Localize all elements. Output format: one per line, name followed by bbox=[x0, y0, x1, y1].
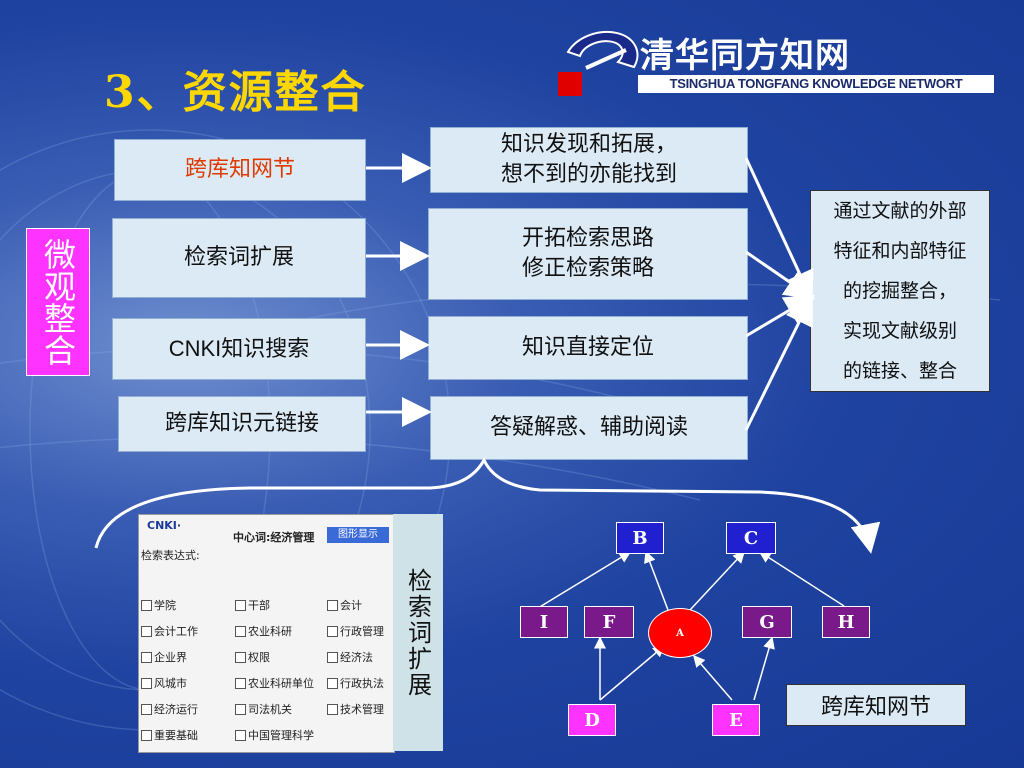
graph-node-f: F bbox=[584, 606, 634, 638]
term-checkbox-item[interactable]: 权限 bbox=[235, 649, 270, 665]
mid-box-locate: 知识直接定位 bbox=[428, 316, 748, 380]
graph-node-i: I bbox=[520, 606, 568, 638]
graph-view-button[interactable]: 图形显示 bbox=[327, 527, 389, 543]
left-box-cnki-search: CNKI知识搜索 bbox=[112, 318, 366, 380]
term-checkbox-item[interactable]: 技术管理 bbox=[327, 701, 384, 717]
term-checkbox-item[interactable]: 农业科研单位 bbox=[235, 675, 314, 691]
result-box: 通过文献的外部 特征和内部特征 的挖掘整合， 实现文献级别 的链接、整合 bbox=[810, 190, 990, 392]
checkbox-icon[interactable] bbox=[235, 599, 246, 611]
checkbox-icon[interactable] bbox=[141, 625, 152, 637]
result-line: 的挖掘整合， bbox=[842, 280, 957, 302]
left-box-knowledge-link: 跨库知识元链接 bbox=[118, 396, 366, 452]
term-checkbox-item[interactable]: 风城市 bbox=[141, 675, 187, 691]
mid-box-reading: 答疑解惑、辅助阅读 bbox=[430, 396, 748, 460]
result-line: 通过文献的外部 bbox=[833, 200, 967, 222]
term-label: 风城市 bbox=[154, 677, 187, 690]
term-label: 经济法 bbox=[340, 651, 373, 664]
graph-node-b: B bbox=[616, 522, 664, 554]
result-line: 特征和内部特征 bbox=[833, 240, 967, 262]
term-expansion-screenshot: CNKI· 中心词:经济管理 图形显示 检索表达式: 学院干部会计会计工作农业科… bbox=[138, 514, 395, 753]
term-label: 干部 bbox=[248, 599, 270, 612]
checkbox-icon[interactable] bbox=[141, 703, 152, 715]
term-checkbox-item[interactable]: 司法机关 bbox=[235, 701, 292, 717]
center-word: 中心词:经济管理 bbox=[233, 531, 315, 544]
checkbox-icon[interactable] bbox=[327, 677, 338, 689]
term-label: 中国管理科学 bbox=[248, 729, 314, 742]
graph-caption: 跨库知网节 bbox=[786, 684, 966, 726]
term-label: 经济运行 bbox=[154, 703, 198, 716]
term-checkbox-item[interactable]: 中国管理科学 bbox=[235, 727, 314, 743]
term-checkbox-item[interactable]: 企业界 bbox=[141, 649, 187, 665]
mid-box-line: 修正检索策略 bbox=[521, 256, 654, 281]
checkbox-icon[interactable] bbox=[235, 677, 246, 689]
cnki-logo-icon bbox=[558, 30, 639, 96]
graph-node-c: C bbox=[726, 522, 776, 554]
result-line: 的链接、整合 bbox=[842, 360, 957, 382]
checkbox-icon[interactable] bbox=[235, 625, 246, 637]
mid-box-line: 想不到的亦能找到 bbox=[500, 162, 677, 187]
term-checkbox-item[interactable]: 经济运行 bbox=[141, 701, 198, 717]
checkbox-icon[interactable] bbox=[327, 703, 338, 715]
checkbox-icon[interactable] bbox=[327, 651, 338, 663]
graph-node-e: E bbox=[712, 704, 760, 736]
arrow bbox=[745, 250, 815, 300]
micro-integration-label: 微观整合 bbox=[26, 228, 90, 376]
left-box-cross-db-node: 跨库知网节 bbox=[114, 139, 366, 201]
logo-english-name: TSINGHUA TONGFANG KNOWLEDGE NETWORT bbox=[638, 75, 994, 93]
term-label: 行政执法 bbox=[340, 677, 384, 690]
term-label: 农业科研 bbox=[248, 625, 292, 638]
term-label: 行政管理 bbox=[340, 625, 384, 638]
logo-chinese-name: 清华同方知网 bbox=[640, 36, 850, 76]
term-label: 会计 bbox=[340, 599, 362, 612]
mid-box-line: 知识发现和拓展， bbox=[500, 132, 677, 157]
term-label: 司法机关 bbox=[248, 703, 292, 716]
term-label: 会计工作 bbox=[154, 625, 198, 638]
screenshot-side-text: 检索词扩展 bbox=[403, 567, 432, 698]
result-line: 实现文献级别 bbox=[842, 320, 957, 342]
checkbox-icon[interactable] bbox=[235, 729, 246, 741]
checkbox-icon[interactable] bbox=[141, 677, 152, 689]
term-checkbox-item[interactable]: 会计工作 bbox=[141, 623, 198, 639]
checkbox-icon[interactable] bbox=[141, 599, 152, 611]
mid-box-line: 开拓检索思路 bbox=[521, 226, 654, 251]
term-checkbox-item[interactable]: 会计 bbox=[327, 597, 362, 613]
term-checkbox-item[interactable]: 干部 bbox=[235, 597, 270, 613]
slide-title: 3、资源整合 bbox=[104, 67, 367, 118]
term-checkbox-item[interactable]: 重要基础 bbox=[141, 727, 198, 743]
expression-label: 检索表达式: bbox=[141, 549, 200, 562]
graph-node-h: H bbox=[822, 606, 870, 638]
mid-box-strategy: 开拓检索思路 修正检索策略 bbox=[428, 208, 748, 300]
checkbox-icon[interactable] bbox=[327, 625, 338, 637]
checkbox-icon[interactable] bbox=[141, 729, 152, 741]
term-label: 重要基础 bbox=[154, 729, 198, 742]
arrow bbox=[744, 294, 813, 431]
mid-box-line: 知识直接定位 bbox=[521, 335, 654, 360]
screenshot-side-label: 检索词扩展 bbox=[393, 514, 443, 751]
term-label: 企业界 bbox=[154, 651, 187, 664]
checkbox-icon[interactable] bbox=[235, 651, 246, 663]
mid-box-discovery: 知识发现和拓展， 想不到的亦能找到 bbox=[430, 127, 748, 193]
graph-node-a: A bbox=[648, 608, 712, 658]
mid-box-line: 答疑解惑、辅助阅读 bbox=[489, 415, 688, 440]
cnki-mini-logo-icon: CNKI· bbox=[147, 519, 182, 532]
left-box-term-expansion: 检索词扩展 bbox=[112, 218, 366, 298]
term-checkbox-item[interactable]: 经济法 bbox=[327, 649, 373, 665]
term-label: 权限 bbox=[248, 651, 270, 664]
term-checkbox-item[interactable]: 农业科研 bbox=[235, 623, 292, 639]
brace-arrow bbox=[94, 456, 881, 554]
graph-node-g: G bbox=[742, 606, 792, 638]
term-label: 学院 bbox=[154, 599, 176, 612]
term-checkbox-item[interactable]: 学院 bbox=[141, 597, 176, 613]
checkbox-icon[interactable] bbox=[141, 651, 152, 663]
term-label: 农业科研单位 bbox=[248, 677, 314, 690]
term-label: 技术管理 bbox=[340, 703, 384, 716]
term-checkbox-item[interactable]: 行政执法 bbox=[327, 675, 384, 691]
graph-node-d: D bbox=[568, 704, 616, 736]
term-checkbox-item[interactable]: 行政管理 bbox=[327, 623, 384, 639]
checkbox-icon[interactable] bbox=[327, 599, 338, 611]
checkbox-icon[interactable] bbox=[235, 703, 246, 715]
